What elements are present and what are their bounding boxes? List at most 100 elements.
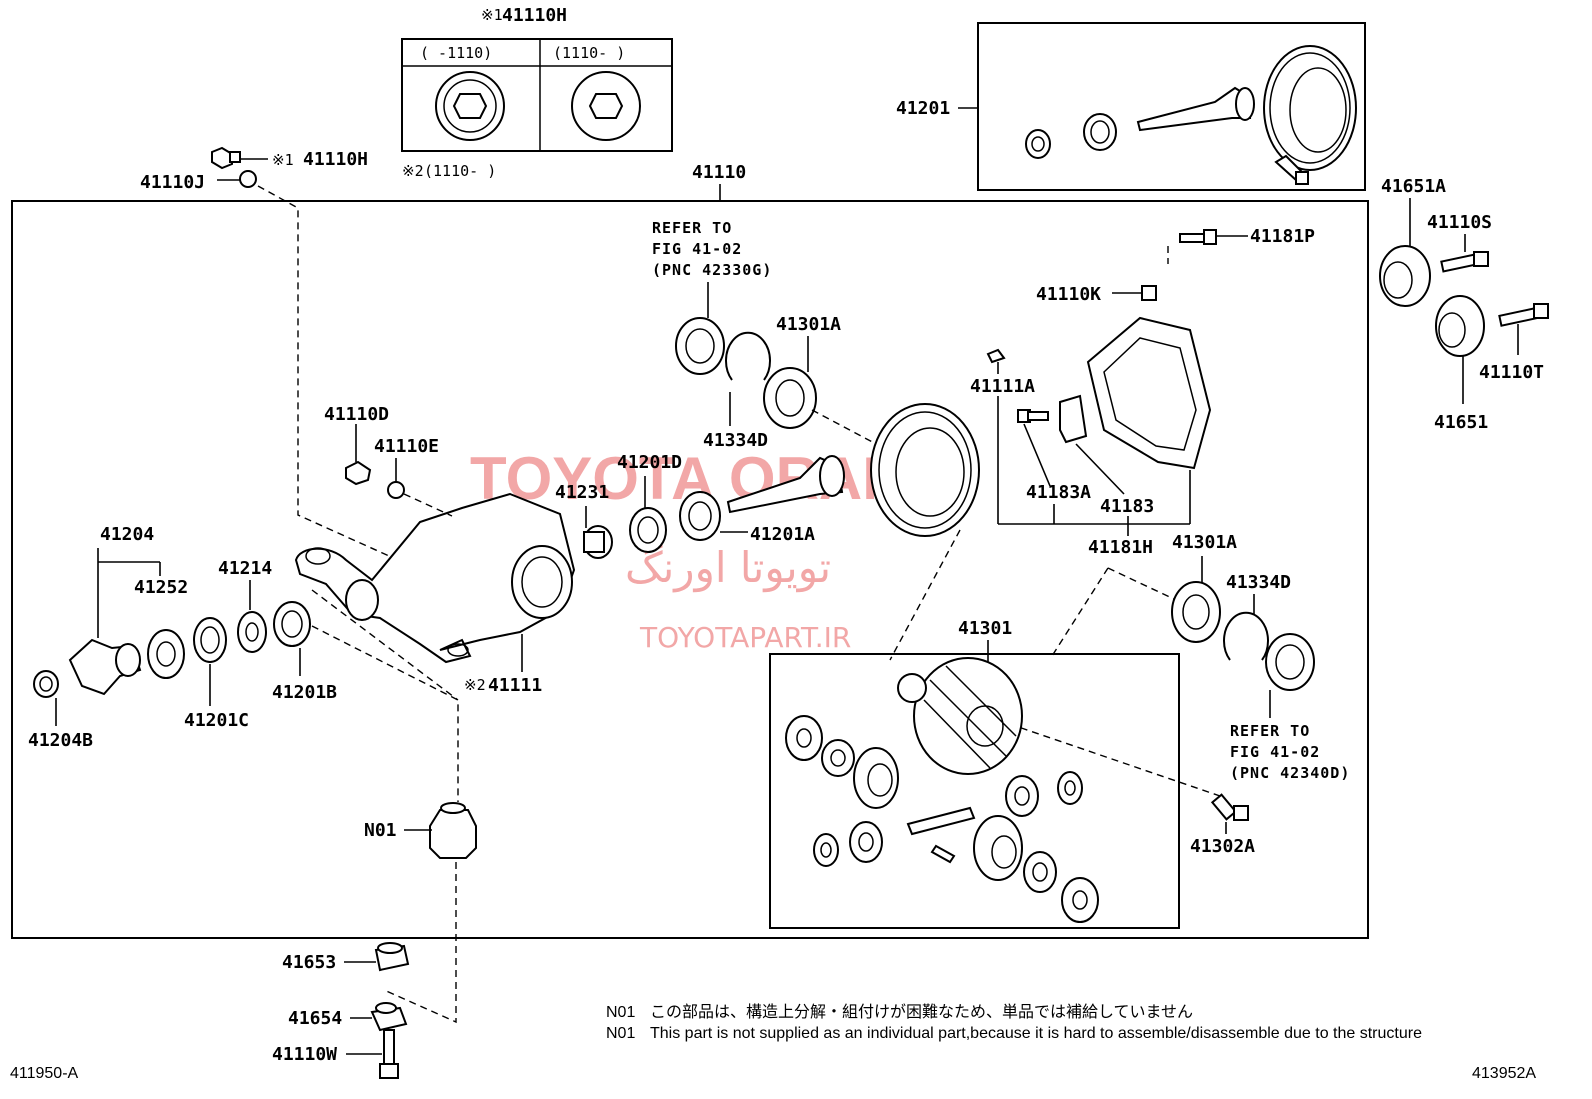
drive-pinion-icon xyxy=(726,455,845,514)
label-41653: 41653 xyxy=(282,952,336,973)
label-41110H-top: 41110H xyxy=(502,5,567,26)
label-41183: 41183 xyxy=(1100,496,1154,517)
ring-gear-bolt-icon xyxy=(1274,154,1309,185)
inset-mark2: ※2 xyxy=(402,162,424,180)
note-en-code: N01 xyxy=(606,1025,635,1042)
inset-mark1: ※1 xyxy=(481,6,503,24)
snap-ring-41334D-top-icon xyxy=(725,331,771,381)
snap-ring-41334D-right-icon xyxy=(1223,611,1269,661)
label-41181P: 41181P xyxy=(1250,226,1315,247)
breather-41110K-icon xyxy=(1112,285,1157,301)
pinion-gear-right-icon xyxy=(1005,775,1039,817)
flange-41651A-icon xyxy=(1379,245,1431,307)
label-41301A-top: 41301A xyxy=(776,314,841,335)
stopper-41653-icon xyxy=(374,942,410,972)
footer-right-code: 413952A xyxy=(1472,1065,1536,1082)
label-41334D-top: 41334D xyxy=(703,430,768,451)
diff-cover-icon xyxy=(1086,316,1212,470)
label-41110S: 41110S xyxy=(1427,212,1492,233)
oil-seal-top-icon xyxy=(675,317,725,375)
refer-right-line2: FIG 41-02 xyxy=(1230,743,1320,761)
bearing-race-41201D-icon xyxy=(629,507,667,553)
label-41651A: 41651A xyxy=(1381,176,1446,197)
pinion-washer-left-icon xyxy=(813,833,839,867)
bearing-41301A-top-icon xyxy=(763,367,817,429)
main-frame xyxy=(11,200,1369,939)
watermark-site: TOYOTAPART.IR xyxy=(639,621,851,654)
label-41111: 41111 xyxy=(488,675,542,696)
bearing-41301A-right-icon xyxy=(1171,581,1221,643)
side-washer-left2-icon xyxy=(821,739,855,777)
spacer-41231-icon xyxy=(583,525,613,559)
oil-seal-right-icon xyxy=(1265,633,1315,691)
label-41201D: 41201D xyxy=(617,452,682,473)
label-41110: 41110 xyxy=(692,162,746,183)
drain-plug-old-icon xyxy=(435,71,505,141)
pinion-shaft-icon xyxy=(1136,86,1255,132)
ring-gear-icon xyxy=(1263,45,1357,171)
label-41651: 41651 xyxy=(1434,412,1488,433)
left-mark1: ※1 xyxy=(272,151,294,169)
bearing-41201A-icon xyxy=(679,491,721,541)
gasket-41110J-icon xyxy=(239,170,257,188)
note-en-text: This part is not supplied as an individu… xyxy=(650,1025,1422,1042)
bolt-41110T-icon xyxy=(1498,303,1549,327)
diff-case-icon xyxy=(897,657,1023,775)
pinion-bearing-icon xyxy=(1083,113,1117,151)
label-41204: 41204 xyxy=(100,524,154,545)
watermark-persian: تویوتا اورنگ xyxy=(625,543,831,592)
label-41183A: 41183A xyxy=(1026,482,1091,503)
label-41181H: 41181H xyxy=(1088,537,1153,558)
label-41201C: 41201C xyxy=(184,710,249,731)
drain-plug-new-icon xyxy=(571,71,641,141)
refer-right-line1: REFER TO xyxy=(1230,722,1310,740)
lock-pin-icon xyxy=(930,844,956,864)
refer-top-line1: REFER TO xyxy=(652,219,732,237)
carrier-housing-icon xyxy=(294,492,576,664)
pinion-shaft-small-icon xyxy=(906,806,976,836)
ring-gear-main-icon xyxy=(870,403,980,537)
stopper-41654-icon xyxy=(370,1002,408,1032)
bracket-41181H-leader xyxy=(997,396,1191,536)
label-41654: 41654 xyxy=(288,1008,342,1029)
inset-note: (1110- ) xyxy=(424,162,496,180)
label-41201A: 41201A xyxy=(750,524,815,545)
cover-bolt-41181P-icon xyxy=(1179,229,1217,245)
mark2-41111: ※2 xyxy=(464,676,486,694)
oil-seal-41252-icon xyxy=(147,629,185,679)
bolt-41183A-icon xyxy=(1017,409,1049,423)
label-41334D-right: 41334D xyxy=(1226,572,1291,593)
label-41111A: 41111A xyxy=(970,376,1035,397)
label-41204B: 41204B xyxy=(28,730,93,751)
differential-case-box xyxy=(769,653,1180,929)
pinion-washer-right-icon xyxy=(1057,771,1083,805)
label-41301A-right: 41301A xyxy=(1172,532,1237,553)
plug-41110D-icon xyxy=(345,460,372,486)
plug-41111A-icon xyxy=(986,348,1006,364)
label-41231: 41231 xyxy=(555,482,609,503)
label-N01: N01 xyxy=(364,820,397,841)
label-41110D: 41110D xyxy=(324,404,389,425)
flange-41651-icon xyxy=(1435,295,1485,357)
bearing-41201B-icon xyxy=(273,601,311,647)
companion-flange-icon xyxy=(68,638,142,696)
pinion-ring-gear-box xyxy=(977,22,1366,191)
plug-41110H-icon xyxy=(211,146,241,170)
label-41214: 41214 xyxy=(218,558,272,579)
inset-col2-header: (1110- ) xyxy=(553,44,625,62)
refer-right-line3: (PNC 42340D) xyxy=(1230,764,1350,782)
refer-top-line3: (PNC 42330G) xyxy=(652,261,772,279)
side-washer-right2-icon xyxy=(1061,877,1099,923)
refer-top-line2: FIG 41-02 xyxy=(652,240,742,258)
inset-col1-header: ( -1110) xyxy=(420,44,492,62)
side-washer-left-icon xyxy=(785,715,823,761)
bearing-41201C-icon xyxy=(193,617,227,663)
label-41110E: 41110E xyxy=(374,436,439,457)
gasket-41110E-icon xyxy=(387,481,405,499)
drain-plug-inset-table xyxy=(401,38,673,152)
side-washer-right-icon xyxy=(1023,851,1057,893)
label-41110T: 41110T xyxy=(1479,362,1544,383)
bolt-41302A-icon xyxy=(1210,793,1249,821)
note-jp-text: この部品は、構造上分解・組付けが困難なため、単品では補給していません xyxy=(650,1003,1193,1021)
label-41302A: 41302A xyxy=(1190,836,1255,857)
